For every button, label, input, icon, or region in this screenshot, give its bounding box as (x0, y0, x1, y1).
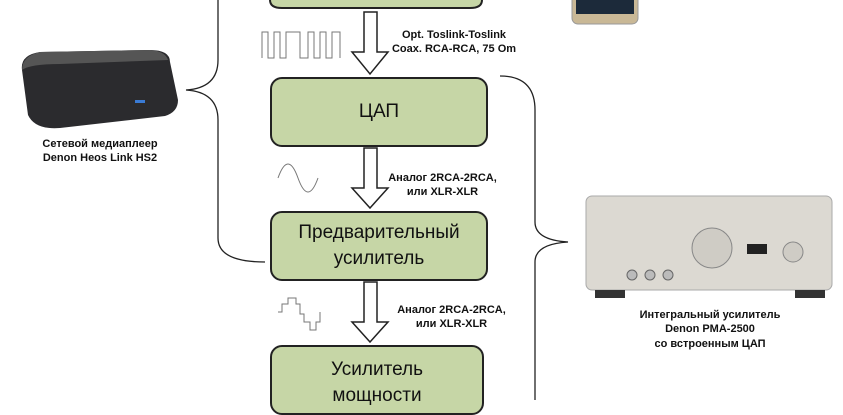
analog1-line-1: Аналог 2RCA-2RCA, (388, 172, 497, 184)
media-player-image (21, 50, 179, 129)
diagram-lines (21, 0, 833, 400)
arrow-analog-2 (350, 281, 390, 344)
amp-caption-3: со встроенным ЦАП (654, 337, 766, 350)
power-amp-block: Усилитель мощности (270, 345, 484, 415)
digital-link-2: Coax. RCA-RCA, 75 Om (391, 43, 517, 56)
analog2-line-2: или XLR-XLR (415, 318, 488, 331)
amp-caption-2: Denon PMA-2500 (665, 323, 755, 336)
amplifier-image (585, 195, 833, 298)
dac-label: ЦАП (358, 101, 400, 123)
preamp-label-1: Предварительный (298, 222, 460, 244)
arrow-digital (350, 11, 390, 76)
power-label-1: Усилитель (330, 359, 424, 380)
amp-caption-1: Интегральный усилитель (639, 309, 781, 321)
analog-link-2-label: Аналог 2RCA-2RCA, или XLR-XLR (389, 303, 514, 332)
digital-signal-icon (261, 31, 341, 59)
left-brace (185, 0, 266, 263)
right-brace (499, 75, 569, 400)
dac-block: ЦАП (270, 77, 488, 147)
preamp-label-2: усилитель (333, 248, 425, 269)
digital-link-1: Opt. Toslink-Toslink (401, 29, 507, 41)
stepped-signal-icon (278, 297, 321, 331)
analog2-line-1: Аналог 2RCA-2RCA, (397, 304, 506, 316)
power-label-2: мощности (332, 384, 422, 406)
player-caption-1: Сетевой медиаплеер (42, 138, 158, 150)
player-caption-2: Denon Heos Link HS2 (42, 152, 158, 165)
arrow-analog-1 (350, 147, 390, 210)
preamp-block: Предварительный усилитель (270, 211, 488, 281)
analog-signal-icon (277, 163, 319, 193)
analog1-line-2: или XLR-XLR (406, 186, 479, 199)
source-block (269, 0, 483, 9)
analog-link-1-label: Аналог 2RCA-2RCA, или XLR-XLR (380, 171, 505, 200)
